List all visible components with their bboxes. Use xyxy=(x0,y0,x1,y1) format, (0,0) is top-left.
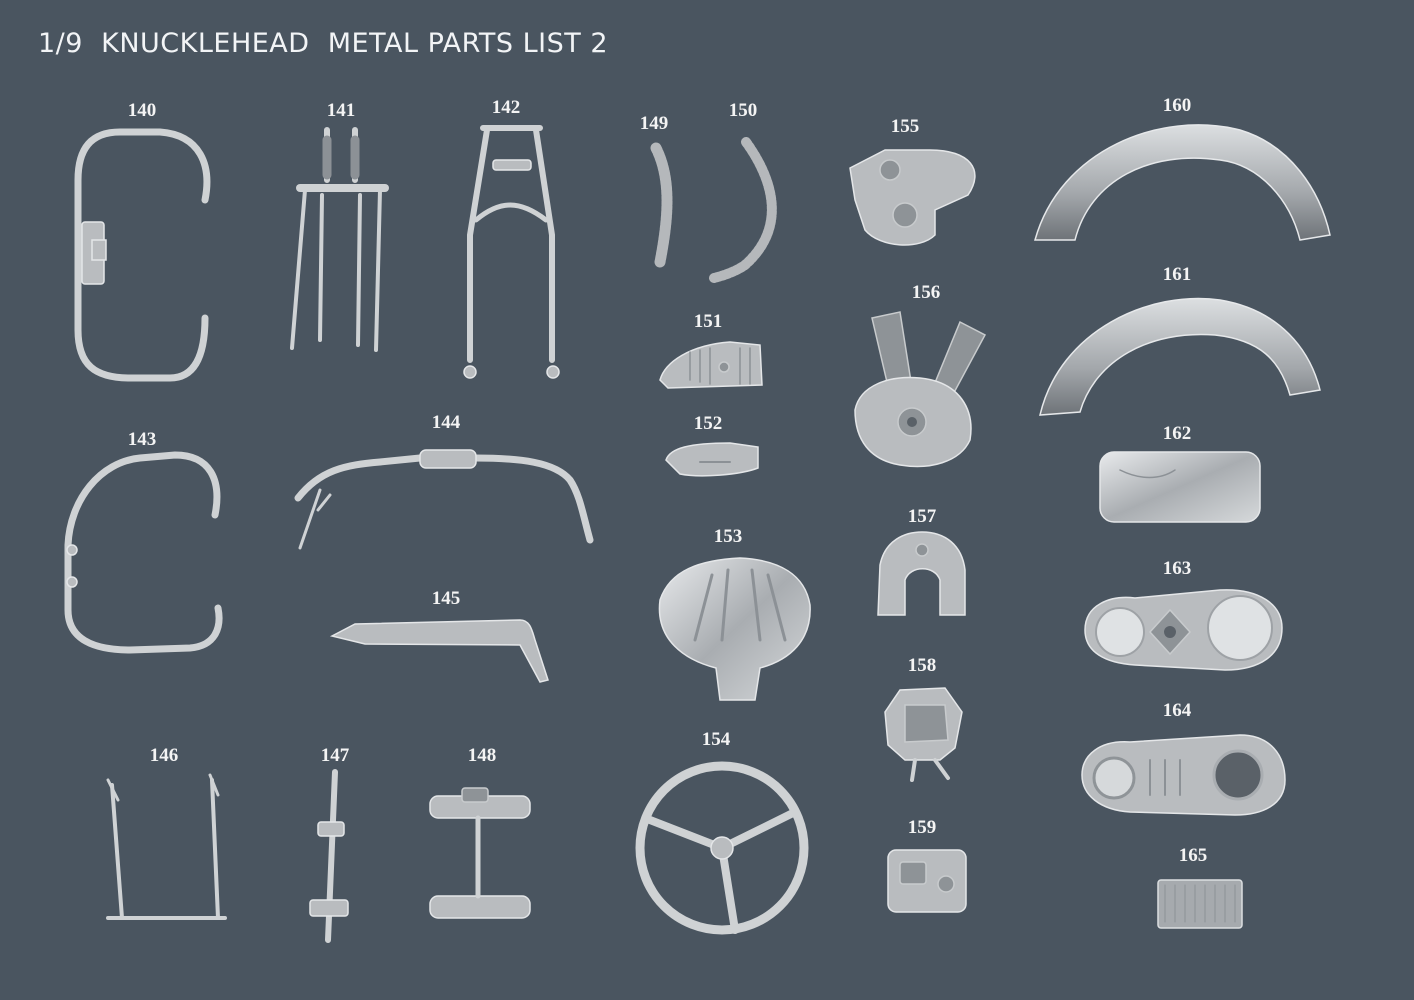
part-142-front-fork xyxy=(463,125,560,379)
part-159-gearbox xyxy=(887,849,967,913)
part-label-152: 152 xyxy=(693,413,723,434)
part-label-144: 144 xyxy=(431,412,461,433)
part-label-150: 150 xyxy=(728,100,758,121)
part-163-primary-cover xyxy=(1084,589,1283,671)
part-label-155: 155 xyxy=(890,116,920,137)
part-label-151: 151 xyxy=(693,311,723,332)
part-label-160: 160 xyxy=(1162,95,1192,116)
part-158-cover xyxy=(884,687,963,782)
part-165-plate xyxy=(1157,879,1243,929)
part-164-primary-cover xyxy=(1081,734,1286,816)
part-154-wheel xyxy=(635,761,809,935)
part-145-chain-guard xyxy=(329,619,549,683)
part-144-handlebar xyxy=(294,449,594,550)
part-label-145: 145 xyxy=(431,588,461,609)
part-157-bracket xyxy=(877,531,966,616)
part-label-161: 161 xyxy=(1162,264,1192,285)
part-148-fork-bracket xyxy=(429,787,531,919)
part-149-spring xyxy=(650,142,673,268)
part-label-142: 142 xyxy=(491,97,521,118)
part-152-toolbox-plate xyxy=(665,442,759,477)
part-label-143: 143 xyxy=(127,429,157,450)
part-160-rear-fender xyxy=(1034,124,1331,241)
part-label-141: 141 xyxy=(326,100,356,121)
part-label-149: 149 xyxy=(639,113,669,134)
part-162-battery-cover xyxy=(1099,451,1261,523)
part-146-stand xyxy=(106,773,227,920)
part-label-147: 147 xyxy=(320,745,350,766)
part-153-seat xyxy=(658,557,811,701)
part-label-156: 156 xyxy=(911,282,941,303)
part-label-163: 163 xyxy=(1162,558,1192,579)
part-label-157: 157 xyxy=(907,506,937,527)
part-label-140: 140 xyxy=(127,100,157,121)
part-label-159: 159 xyxy=(907,817,937,838)
part-label-146: 146 xyxy=(149,745,179,766)
part-label-162: 162 xyxy=(1162,423,1192,444)
part-140-crash-bar xyxy=(74,128,211,382)
part-141-springer-fork xyxy=(290,127,389,352)
part-155-engine-case xyxy=(849,149,976,246)
part-150-spring xyxy=(709,137,777,283)
part-label-148: 148 xyxy=(467,745,497,766)
part-label-153: 153 xyxy=(713,526,743,547)
page-title: 1/9 KNUCKLEHEAD METAL PARTS LIST 2 xyxy=(38,28,609,59)
part-147-steering-stem xyxy=(309,769,349,943)
part-161-front-fender xyxy=(1039,297,1321,416)
part-156-engine-case-v xyxy=(854,311,987,468)
part-143-crash-bar xyxy=(64,451,223,654)
part-label-154: 154 xyxy=(701,729,731,750)
part-151-toolbox-cover xyxy=(659,341,763,389)
part-label-158: 158 xyxy=(907,655,937,676)
part-label-164: 164 xyxy=(1162,700,1192,721)
part-label-165: 165 xyxy=(1178,845,1208,866)
